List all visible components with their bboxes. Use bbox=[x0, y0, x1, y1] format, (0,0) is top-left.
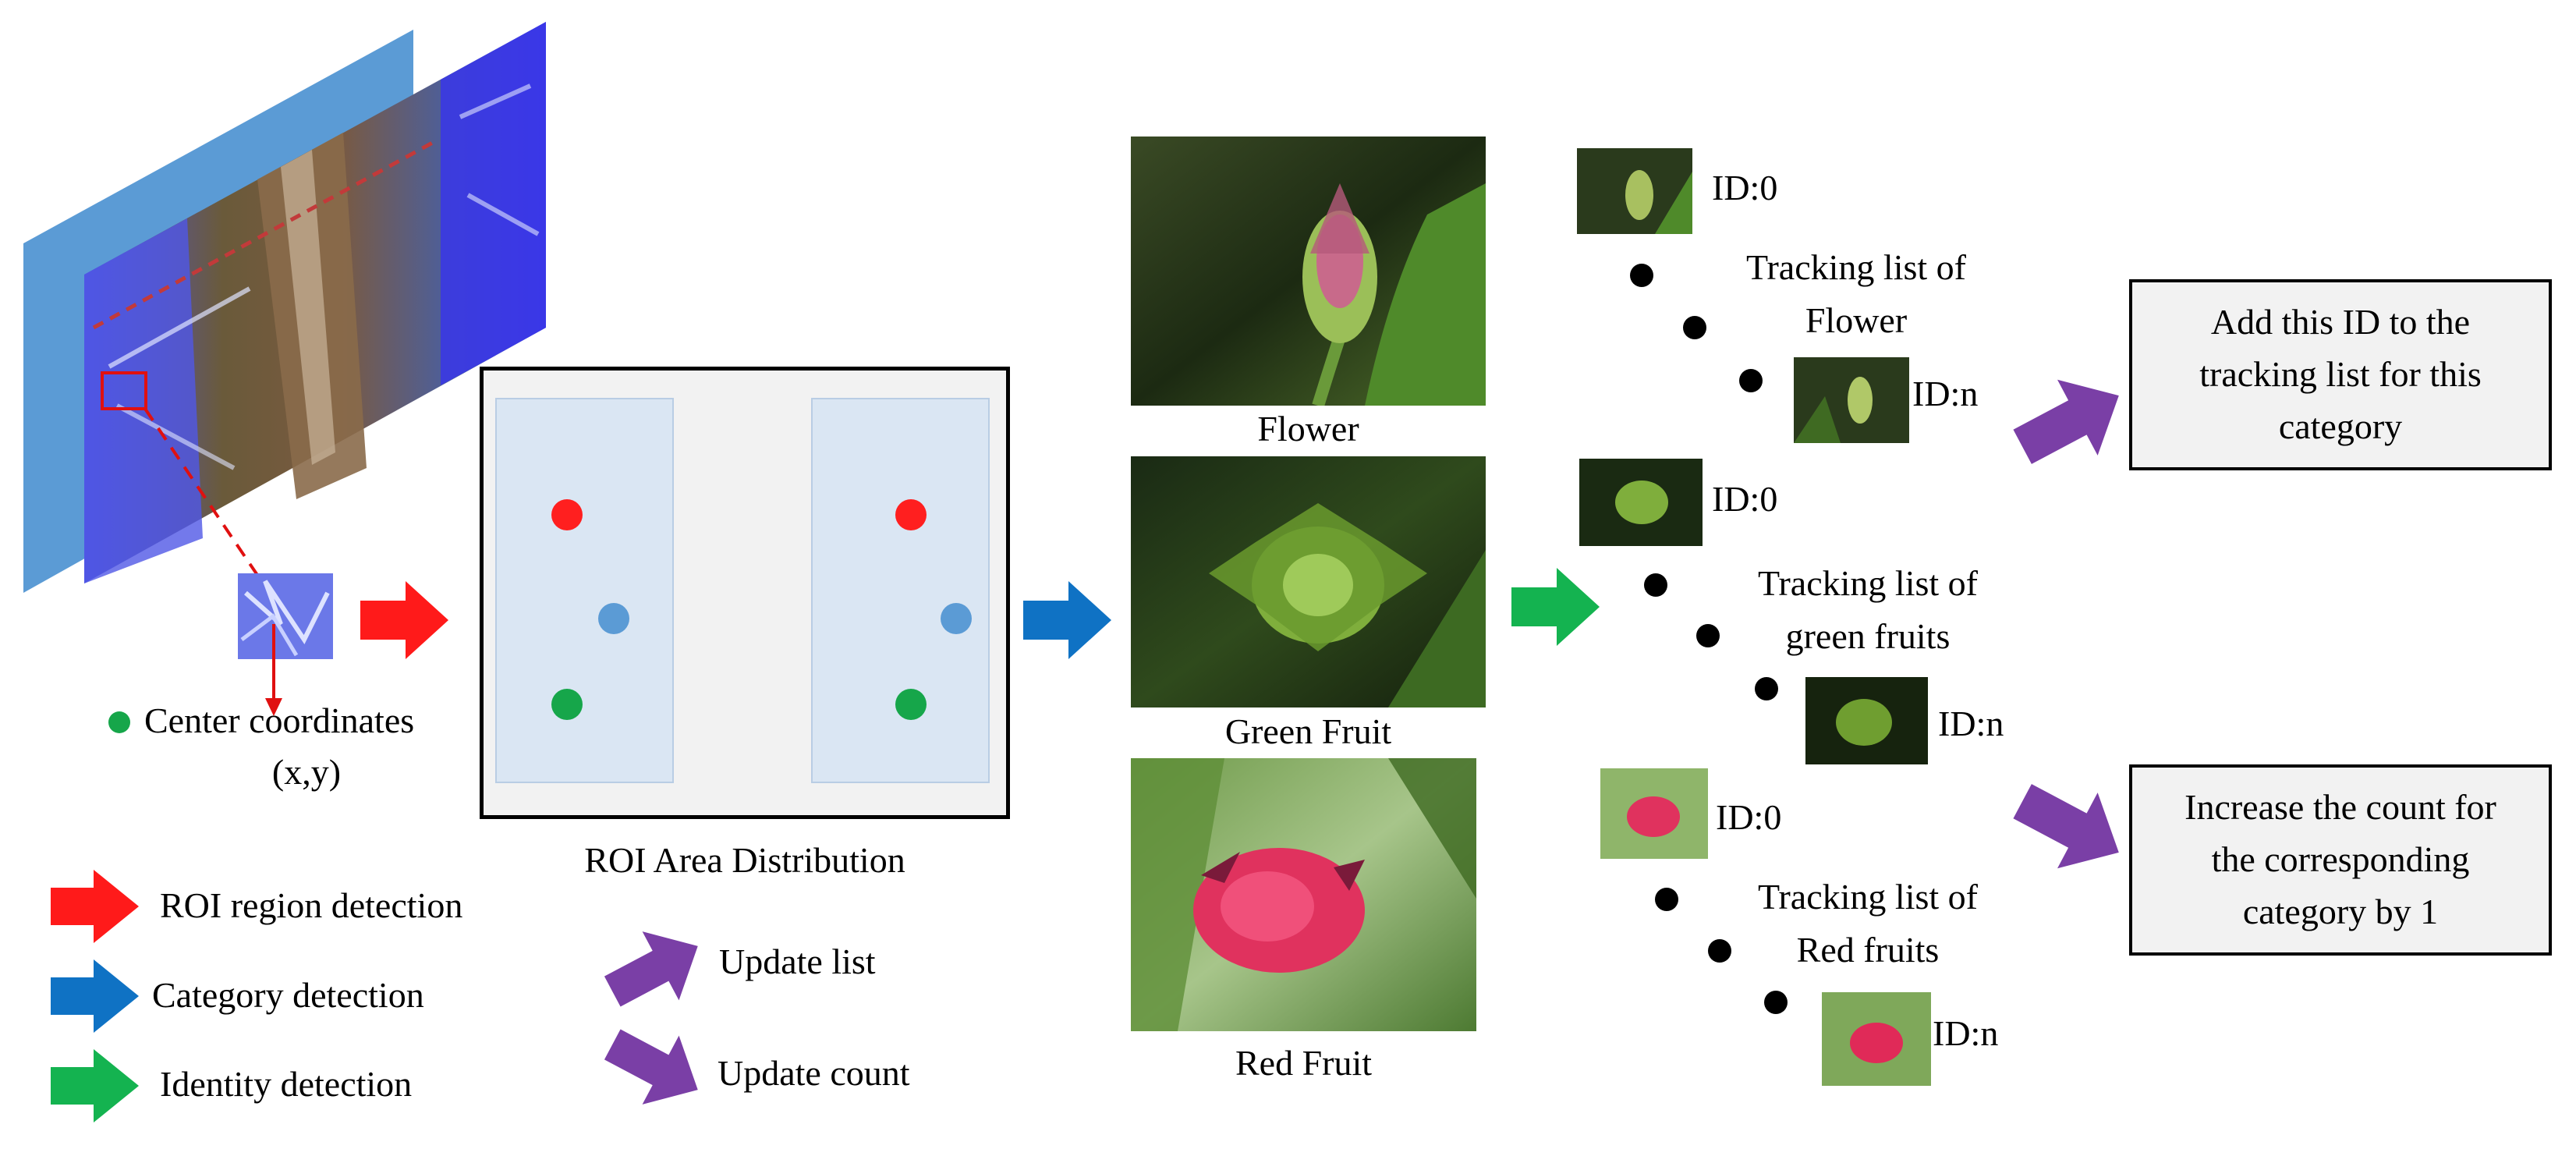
legend-category-label: Category detection bbox=[152, 975, 424, 1015]
add-id-line-3: category bbox=[2278, 406, 2403, 446]
legend-update-list-label: Update list bbox=[719, 942, 876, 981]
flower-idn-label: ID:n bbox=[1912, 374, 1979, 413]
roi-crop-thumbnail bbox=[238, 573, 333, 659]
red-dot-3 bbox=[1764, 991, 1788, 1014]
red-id0-thumb bbox=[1600, 768, 1708, 859]
red-dot-2 bbox=[1708, 939, 1731, 963]
green-idn-label: ID:n bbox=[1938, 704, 2004, 743]
increase-count-box: Increase the count for the corresponding… bbox=[2129, 764, 2552, 956]
legend-roi-label: ROI region detection bbox=[160, 885, 463, 925]
green-arrow-identity bbox=[1511, 568, 1600, 646]
flower-id0-label: ID:0 bbox=[1712, 168, 1778, 207]
red-arrow-roi bbox=[360, 581, 448, 659]
red-dot-right bbox=[895, 499, 927, 530]
red-idn-thumb bbox=[1822, 992, 1931, 1086]
roi-marker-box bbox=[101, 371, 147, 410]
center-coordinate-dot bbox=[108, 711, 130, 733]
legend-update-count-label: Update count bbox=[718, 1053, 910, 1093]
purple-arrow-update-list bbox=[2013, 379, 2119, 464]
add-id-box: Add this ID to the tracking list for thi… bbox=[2129, 279, 2552, 470]
purple-arrow-update-count bbox=[2013, 784, 2119, 869]
legend-purple-arrow-count bbox=[604, 1029, 698, 1105]
flower-id0-thumb bbox=[1577, 148, 1692, 234]
add-id-line-2: tracking list for this bbox=[2199, 354, 2482, 395]
center-coordinates-label: Center coordinates bbox=[144, 700, 415, 740]
green-tracking-title: Tracking list of bbox=[1758, 563, 1978, 603]
flower-idn-thumb bbox=[1794, 357, 1909, 443]
legend-purple-arrow-list bbox=[604, 931, 698, 1007]
green-idn-thumb bbox=[1805, 677, 1928, 764]
roi-area-distribution-box bbox=[480, 367, 1010, 819]
roi-zone-left bbox=[495, 398, 674, 783]
red-dot-left bbox=[551, 499, 583, 530]
flower-photo bbox=[1131, 137, 1486, 406]
green-dot-right bbox=[895, 689, 927, 720]
increase-count-line-1: Increase the count for bbox=[2184, 787, 2496, 828]
flower-dot-2 bbox=[1683, 316, 1706, 339]
roi-area-label: ROI Area Distribution bbox=[584, 840, 905, 880]
green-dot-1 bbox=[1644, 573, 1667, 597]
red-idn-label: ID:n bbox=[1933, 1013, 1999, 1053]
field-image-panel bbox=[84, 22, 546, 583]
legend-red-arrow bbox=[51, 870, 139, 943]
roi-dashed-connector bbox=[144, 407, 267, 588]
red-fruit-photo bbox=[1131, 758, 1476, 1031]
red-dot-1 bbox=[1655, 888, 1678, 911]
increase-count-line-3: category by 1 bbox=[2242, 891, 2439, 931]
red-tracking-category: Red fruits bbox=[1796, 930, 1940, 970]
center-coordinates-xy: (x,y) bbox=[271, 752, 342, 792]
legend-blue-arrow bbox=[51, 959, 139, 1033]
green-dot-3 bbox=[1755, 677, 1778, 700]
blue-dot-left bbox=[598, 603, 629, 634]
blue-arrow-category bbox=[1023, 581, 1111, 659]
flower-label: Flower bbox=[1257, 409, 1359, 449]
green-fruit-photo bbox=[1131, 456, 1486, 707]
green-fruit-label: Green Fruit bbox=[1224, 711, 1392, 751]
green-tracking-category: green fruits bbox=[1785, 616, 1951, 656]
green-dot-2 bbox=[1696, 624, 1720, 647]
red-id0-label: ID:0 bbox=[1716, 797, 1782, 837]
legend-identity-label: Identity detection bbox=[160, 1064, 413, 1104]
legend-green-arrow bbox=[51, 1049, 139, 1122]
down-arrow-head bbox=[265, 698, 282, 716]
red-tracking-title: Tracking list of bbox=[1758, 877, 1978, 917]
flower-tracking-category: Flower bbox=[1805, 300, 1908, 340]
flower-dot-3 bbox=[1739, 369, 1763, 392]
green-dot-left bbox=[551, 689, 583, 720]
green-id0-label: ID:0 bbox=[1712, 479, 1778, 519]
blue-dot-right bbox=[941, 603, 972, 634]
flower-tracking-title: Tracking list of bbox=[1746, 247, 1966, 287]
flower-dot-1 bbox=[1630, 264, 1653, 287]
add-id-line-1: Add this ID to the bbox=[2210, 302, 2471, 342]
green-id0-thumb bbox=[1579, 459, 1703, 546]
increase-count-line-2: the corresponding bbox=[2211, 839, 2470, 880]
roi-zone-right bbox=[811, 398, 990, 783]
red-fruit-label: Red Fruit bbox=[1235, 1043, 1373, 1083]
